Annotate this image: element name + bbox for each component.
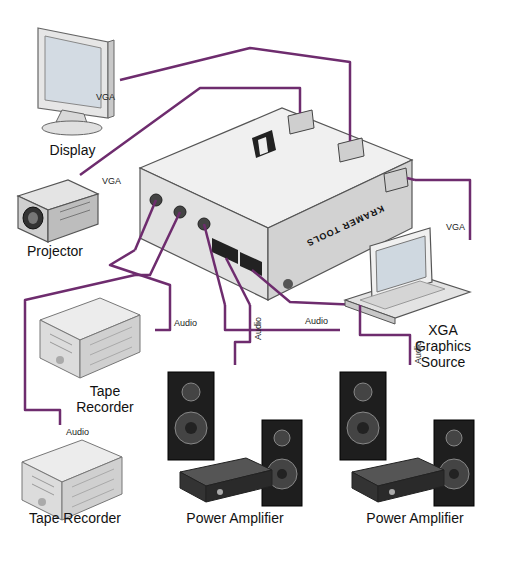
signal-cable (110, 250, 170, 330)
cable-label: VGA (102, 176, 121, 187)
cable-label: Audio (253, 317, 264, 340)
monitor-icon (38, 28, 114, 135)
tape-recorder-icon (22, 440, 122, 520)
speaker-amplifier-icon (340, 372, 474, 506)
device-label: Tape Recorder (10, 510, 140, 526)
cable-label: Audio (66, 427, 89, 438)
laptop-icon (345, 228, 470, 324)
signal-cable (415, 180, 470, 240)
signal-cable (80, 88, 300, 175)
device-label: Power Amplifier (335, 510, 495, 526)
cable-label: VGA (96, 92, 115, 103)
device-label: Display (30, 142, 115, 158)
projector-icon (18, 180, 98, 242)
device-node: Display (25, 18, 120, 163)
device-node: KRAMER TOOLS (135, 100, 415, 305)
device-node: Power Amplifier (330, 365, 500, 535)
signal-cable (360, 305, 410, 365)
speaker-amplifier-icon (168, 372, 302, 506)
signal-cable (120, 48, 350, 100)
device-label: Tape Recorder (65, 383, 145, 415)
signal-cable (235, 305, 250, 365)
signal-cable (225, 305, 340, 330)
tape-recorder-icon (40, 298, 140, 378)
device-node: XGA Graphics Source (340, 240, 485, 375)
device-node: Power Amplifier (160, 365, 310, 535)
device-label: Projector (10, 243, 100, 259)
device-node: Tape Recorder (30, 290, 155, 425)
cable-label: Audio (305, 316, 328, 327)
cable-label: VGA (446, 222, 465, 233)
device-node: Tape Recorder (10, 425, 140, 535)
device-node: Projector (10, 175, 100, 260)
cable-label: Audio (174, 318, 197, 329)
brand-label: KRAMER TOOLS (287, 193, 403, 258)
vga-plug (288, 110, 408, 192)
device-label: Power Amplifier (160, 510, 310, 526)
cable-label: Audio (413, 341, 424, 364)
